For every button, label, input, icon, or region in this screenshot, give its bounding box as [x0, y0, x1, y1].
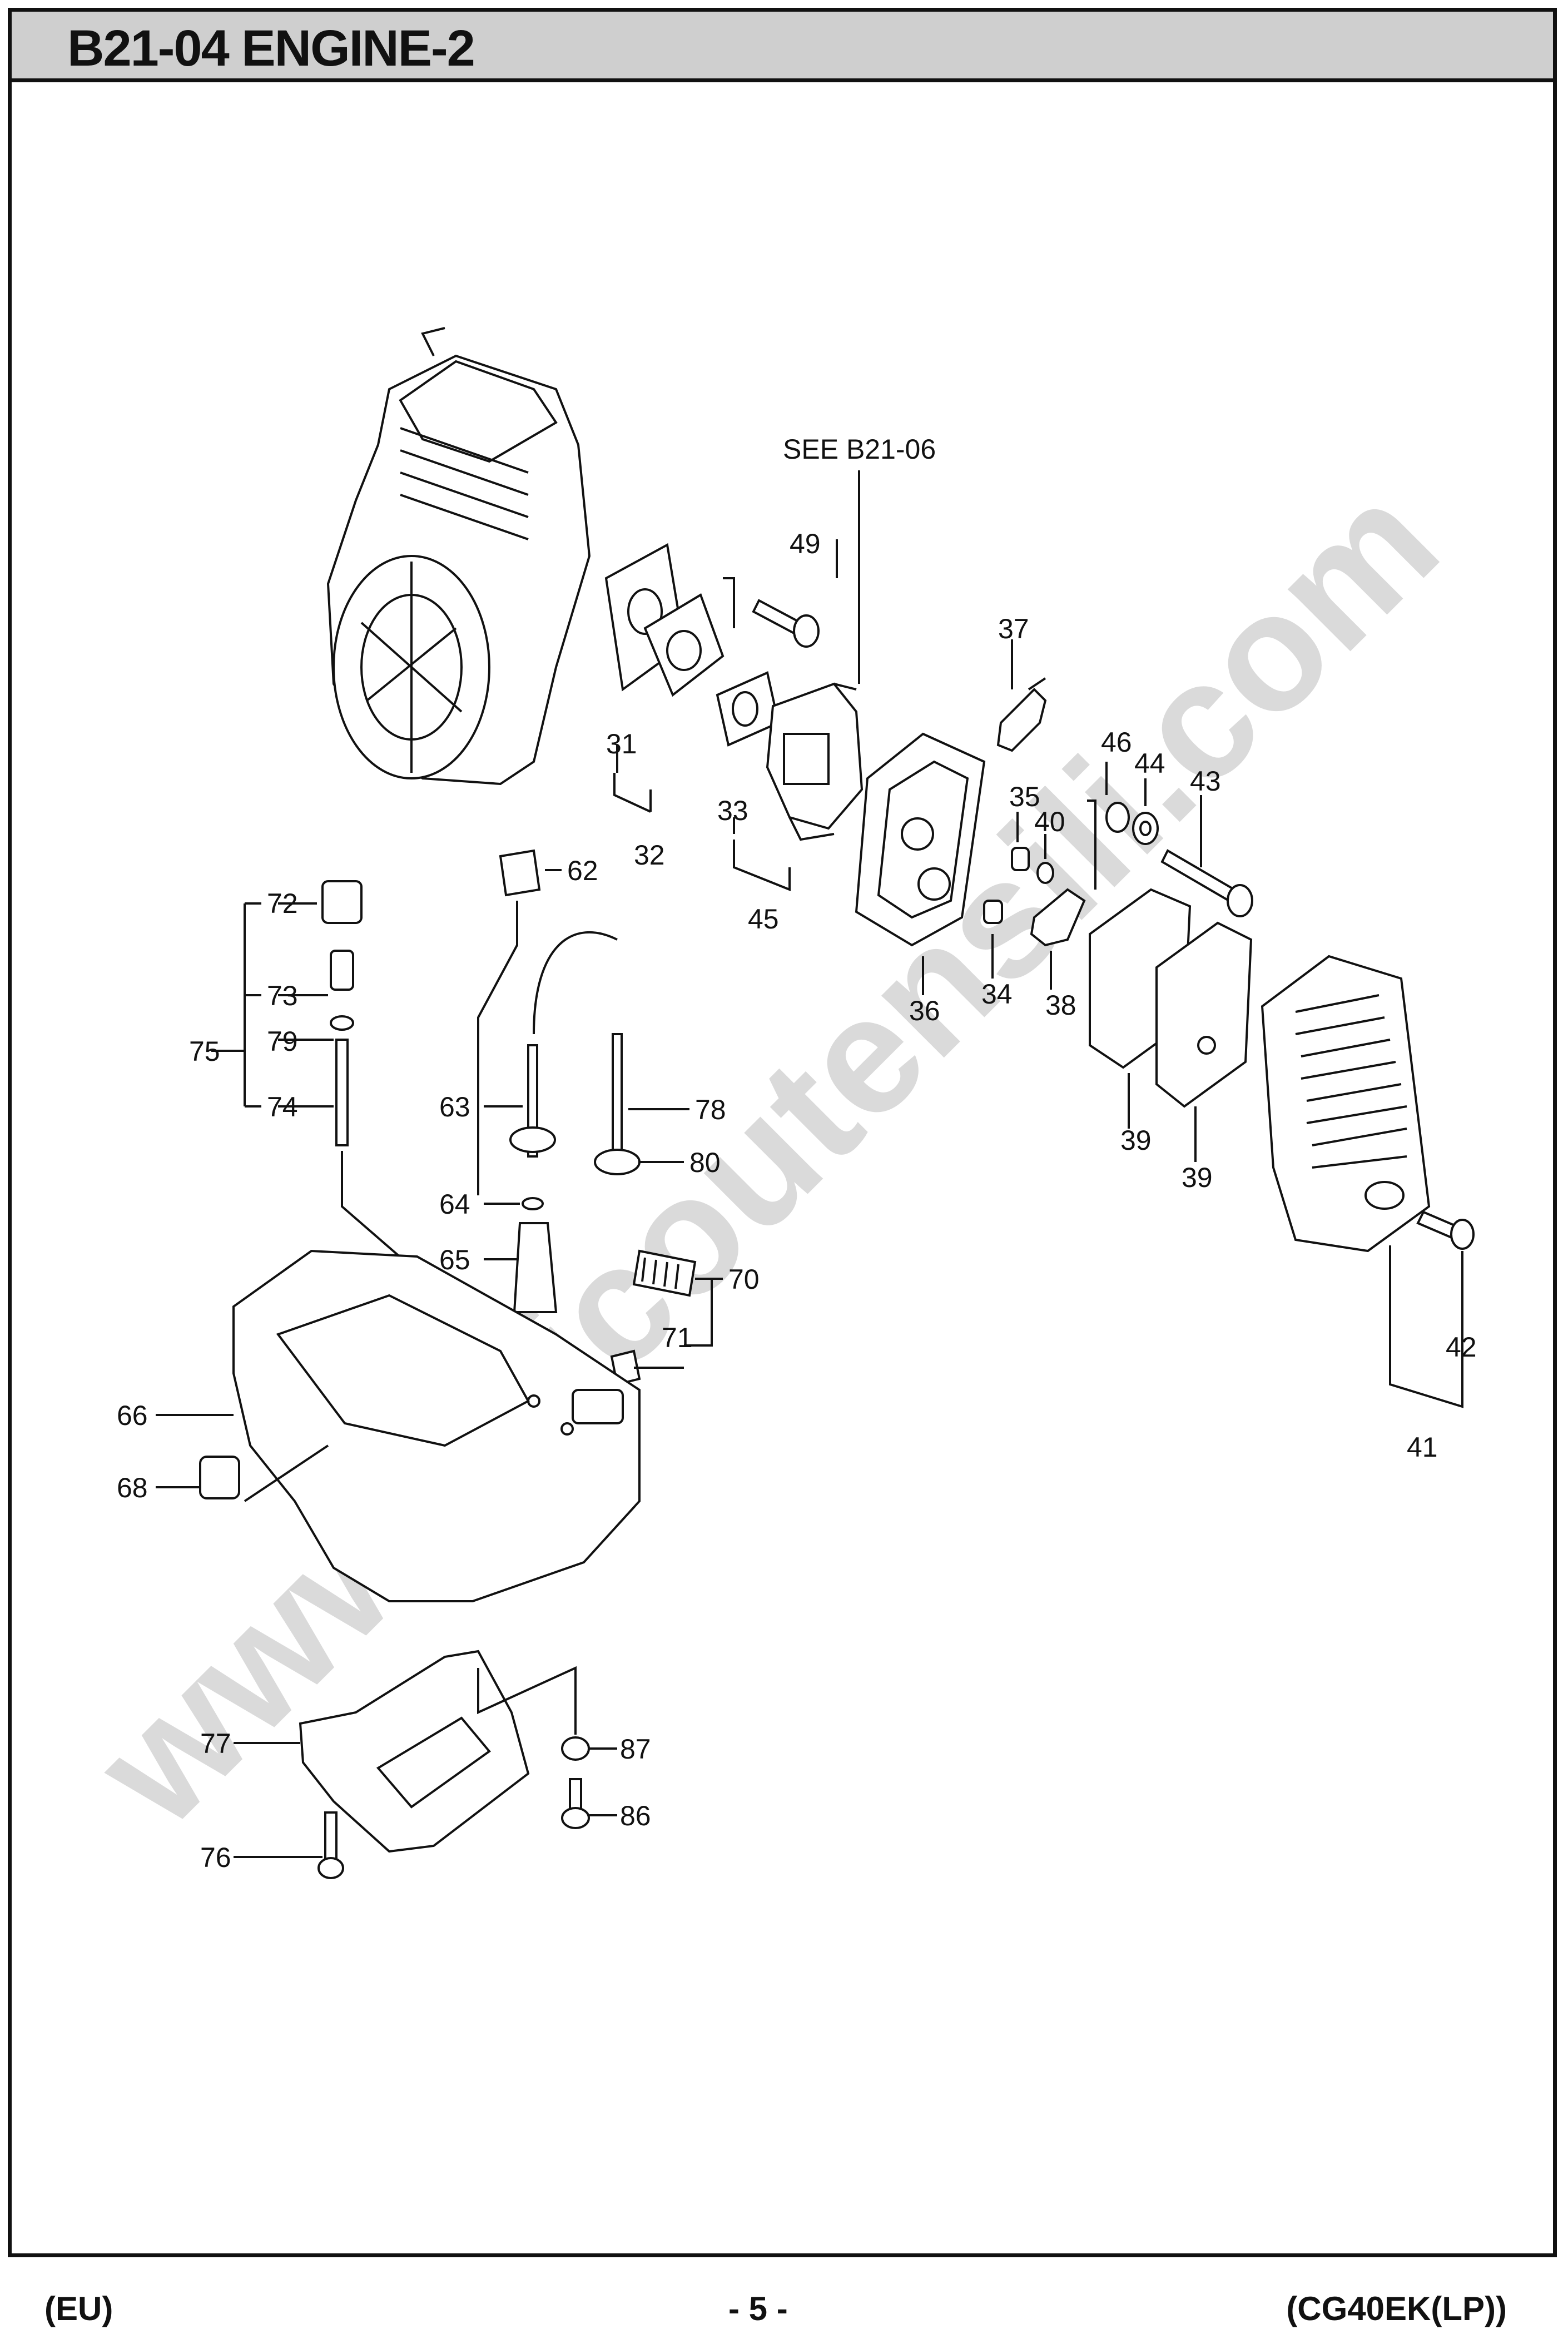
part-label-43: 43 [1190, 766, 1221, 797]
part-label-49: 49 [790, 528, 821, 559]
part-32-insulator [643, 593, 725, 697]
page-title: B21-04 ENGINE-2 [67, 20, 475, 77]
part-label-62: 62 [567, 855, 598, 886]
part-label-63: 63 [439, 1091, 470, 1123]
part-label-77: 77 [200, 1728, 231, 1759]
see-reference-label: SEE B21-06 [783, 434, 936, 465]
part-label-32: 32 [634, 840, 665, 871]
part-label-73: 73 [267, 980, 298, 1011]
part-44-washer [1132, 812, 1159, 845]
part-label-86: 86 [620, 1800, 651, 1831]
part-label-42: 42 [1446, 1332, 1477, 1363]
part-label-45: 45 [748, 903, 779, 935]
part-76-bolt [317, 1811, 344, 1879]
part-38-plate [1030, 888, 1086, 947]
leader-lines [156, 539, 1463, 1858]
part-87-nut [561, 1736, 590, 1761]
part-42-screw [1416, 1210, 1475, 1250]
part-64-clip [522, 1197, 544, 1210]
part-62-primer [499, 849, 541, 897]
footer-page-number: - 5 - [728, 2290, 788, 2327]
part-65-fuel-filter [513, 1222, 558, 1313]
part-43-bolt [1160, 849, 1253, 917]
part-label-70: 70 [728, 1264, 760, 1295]
part-72-fuel-cap [321, 880, 363, 924]
part-46-washer [1105, 802, 1130, 833]
part-label-35: 35 [1009, 781, 1040, 812]
part-86-bolt [561, 1778, 590, 1829]
part-36-air-cleaner-base [855, 732, 986, 947]
part-73-fitting [330, 950, 354, 991]
part-label-74: 74 [267, 1091, 298, 1123]
part-label-75: 75 [189, 1036, 220, 1067]
part-label-39b: 39 [1182, 1162, 1213, 1193]
part-label-41: 41 [1407, 1432, 1438, 1463]
engine-block [326, 327, 591, 786]
page-frame: B21-04 ENGINE-2 [8, 8, 1557, 2257]
header-bar: B21-04 ENGINE-2 [12, 12, 1553, 82]
part-label-68: 68 [117, 1472, 148, 1503]
part-label-37: 37 [998, 613, 1029, 644]
part-label-46: 46 [1101, 727, 1132, 758]
part-label-78: 78 [695, 1094, 726, 1125]
part-label-76: 76 [200, 1842, 231, 1873]
part-label-72: 72 [267, 888, 298, 919]
part-40-washer [1036, 862, 1054, 884]
part-45-carburetor [766, 682, 864, 841]
part-label-64: 64 [439, 1189, 470, 1220]
part-label-39a: 39 [1120, 1125, 1152, 1156]
part-70-grommet [632, 1249, 697, 1297]
part-39-element-b [1155, 921, 1253, 1108]
part-35-collar [1011, 847, 1030, 871]
part-37-bracket [996, 677, 1047, 752]
footer-model: (CG40EK(LP)) [1286, 2290, 1507, 2327]
part-label-36: 36 [909, 995, 940, 1026]
part-label-65: 65 [439, 1244, 470, 1275]
part-34-collar [983, 900, 1003, 924]
part-label-66: 66 [117, 1400, 148, 1431]
part-77-tank-holder [299, 1650, 530, 1853]
exploded-parts-diagram: www.bricoutensili.com [58, 327, 1477, 1879]
part-78-return-pipe [594, 1033, 641, 1175]
part-label-38: 38 [1045, 990, 1076, 1021]
part-41-air-cleaner-cover [1261, 955, 1431, 1253]
part-63-fuel-pipe [509, 1044, 556, 1158]
part-79-oring [330, 1015, 354, 1031]
part-68-damper [199, 1456, 240, 1499]
part-66-fuel-tank [232, 1249, 641, 1602]
watermark: www.bricoutensili.com [58, 448, 1472, 1861]
part-label-33: 33 [717, 795, 748, 826]
part-74-vent-pipe [335, 1039, 349, 1146]
part-49-bolt [752, 599, 820, 648]
part-label-79: 79 [267, 1026, 298, 1057]
part-label-87: 87 [620, 1734, 651, 1765]
part-label-44: 44 [1134, 748, 1165, 779]
footer-region: (EU) [44, 2290, 113, 2327]
part-label-71: 71 [662, 1322, 693, 1353]
part-label-31: 31 [606, 728, 637, 759]
part-label-34: 34 [981, 979, 1013, 1010]
part-label-40: 40 [1034, 806, 1065, 837]
part-label-80: 80 [689, 1147, 721, 1178]
